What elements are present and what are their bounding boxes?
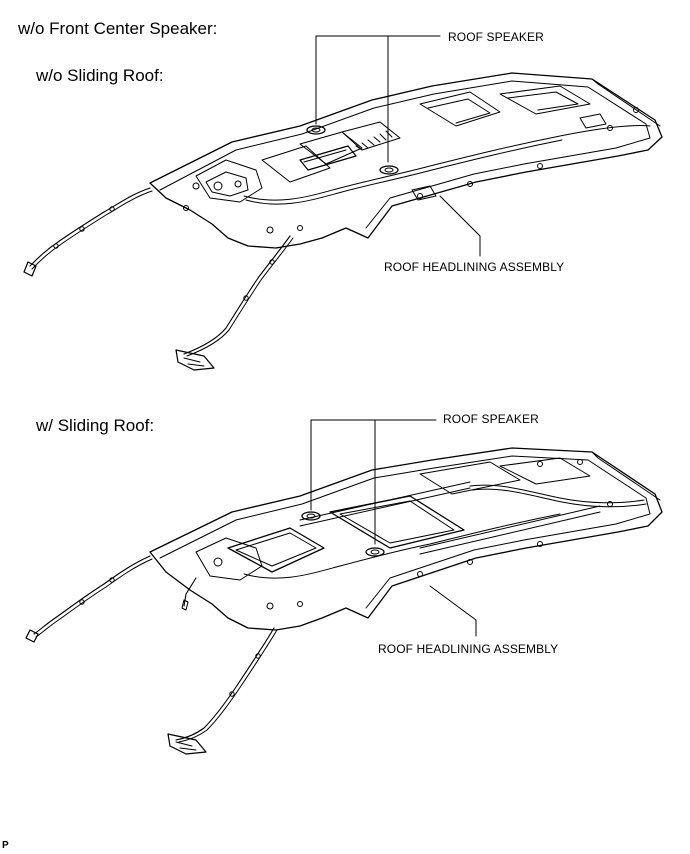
variant-b-heading: w/ Sliding Roof: — [36, 416, 155, 435]
roof-speaker-label-a: ROOF SPEAKER — [448, 30, 544, 44]
roof-headlining-label-a: ROOF HEADLINING ASSEMBLY — [384, 260, 565, 274]
leader-lines-b — [310, 419, 477, 637]
roof-headlining-illustration-a — [23, 72, 663, 371]
diagram-title: w/o Front Center Speaker: — [18, 19, 218, 38]
variant-a-heading: w/o Sliding Roof: — [36, 66, 164, 85]
roof-headlining-illustration-b — [25, 447, 663, 755]
illustration-code: P — [2, 840, 9, 851]
roof-speaker-label-b: ROOF SPEAKER — [443, 412, 539, 426]
leader-lines-a — [315, 35, 481, 257]
roof-headlining-label-b: ROOF HEADLINING ASSEMBLY — [378, 642, 559, 656]
